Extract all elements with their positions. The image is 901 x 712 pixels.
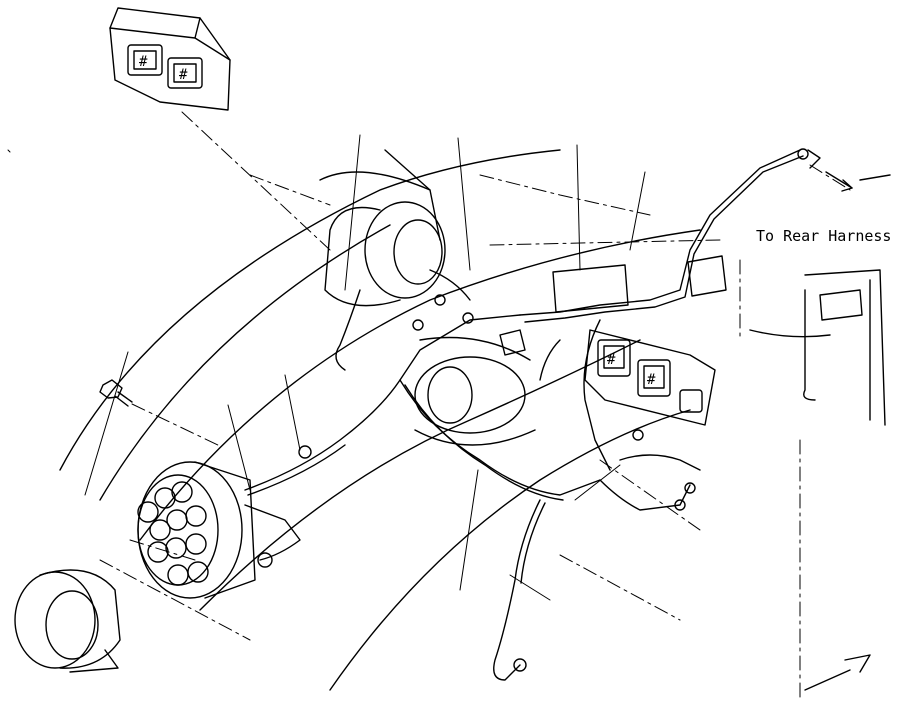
center-hub bbox=[414, 336, 536, 446]
rear-harness-label: To Rear Harness bbox=[754, 227, 894, 245]
svg-text:#: # bbox=[607, 352, 616, 368]
upper-motor-housing bbox=[319, 149, 446, 307]
wiring-harness bbox=[244, 148, 821, 681]
callout-leaders bbox=[84, 134, 646, 601]
relay-block-right: # # bbox=[584, 329, 716, 426]
tag-plate bbox=[687, 255, 727, 297]
left-cylinder bbox=[137, 461, 256, 599]
svg-text:#: # bbox=[179, 67, 188, 83]
rear-frame bbox=[739, 174, 891, 691]
leader-line bbox=[181, 111, 331, 251]
bottom-left-plug bbox=[14, 569, 121, 673]
svg-text:#: # bbox=[647, 372, 656, 388]
bracket-plate bbox=[552, 264, 629, 313]
bolt bbox=[99, 379, 133, 407]
centerlines bbox=[99, 164, 851, 701]
svg-text:#: # bbox=[139, 54, 148, 70]
frame-arcs bbox=[59, 149, 701, 691]
relay-block-top-left: # # bbox=[109, 7, 231, 111]
